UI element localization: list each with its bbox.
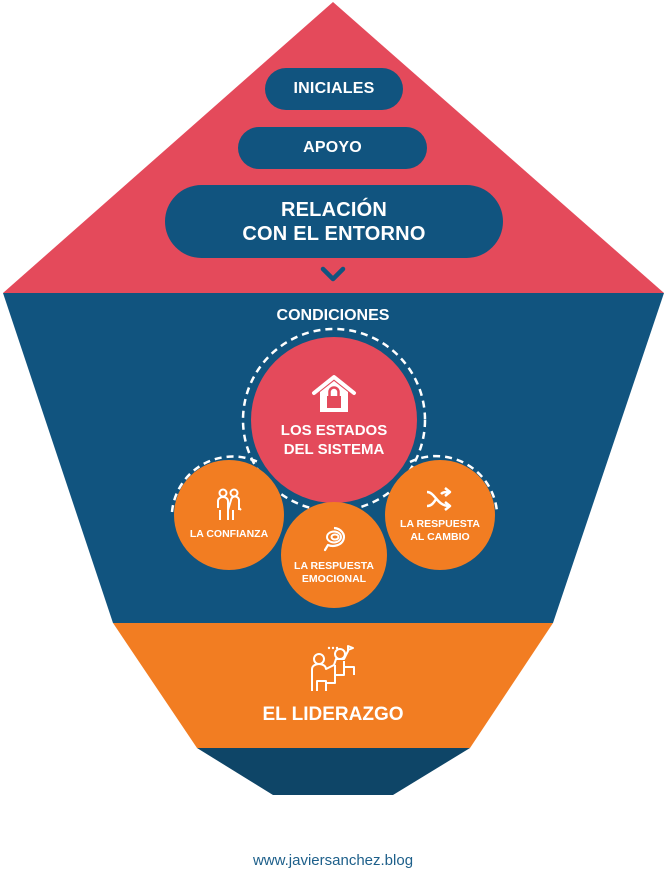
condiciones-title: CONDICIONES <box>276 307 390 324</box>
spiral-chat-icon <box>323 526 346 551</box>
main-circle-estados: LOS ESTADOS DEL SISTEMA <box>251 337 417 503</box>
main-circle-line2: DEL SISTEMA <box>283 441 385 458</box>
pill-iniciales-label: INICIALES <box>293 80 375 97</box>
leader-climbing-stairs-icon <box>311 645 355 691</box>
right-circle-line2: AL CAMBIO <box>410 531 470 543</box>
two-people-icon <box>217 488 242 521</box>
left-circle-line1: LA CONFIANZA <box>189 528 269 541</box>
chevron-down-icon <box>320 266 346 282</box>
main-circle-line1: LOS ESTADOS <box>280 422 388 440</box>
left-circle-dashed-arc <box>170 455 259 513</box>
right-circle-line1: LA RESPUESTA <box>400 517 480 530</box>
shuffle-arrows-icon <box>426 486 452 511</box>
bottom-circle-line2: EMOCIONAL <box>301 573 367 585</box>
bottom-circle-respuesta-emocional: LA RESPUESTA EMOCIONAL <box>281 502 387 608</box>
left-circle-confianza: LA CONFIANZA <box>174 460 284 570</box>
liderazgo-title: EL LIDERAZGO <box>262 704 404 725</box>
right-circle-respuesta-cambio: LA RESPUESTA AL CAMBIO <box>385 460 495 570</box>
bottom-dark-blue-base <box>197 748 470 795</box>
pill-relacion-line2: CON EL ENTORNO <box>242 222 426 245</box>
pill-apoyo: APOYO <box>238 127 427 169</box>
main-circle-dashed-ring <box>241 327 427 513</box>
bottom-circle-line1: LA RESPUESTA <box>294 559 374 572</box>
pill-relacion-entorno: RELACIÓN CON EL ENTORNO <box>165 185 503 258</box>
orange-leadership-band <box>113 623 553 748</box>
house-lock-icon <box>312 375 356 413</box>
pill-relacion-line1: RELACIÓN <box>280 198 388 221</box>
right-circle-dashed-arc <box>409 454 499 513</box>
pill-iniciales: INICIALES <box>265 68 403 110</box>
footer-url[interactable]: www.javiersanchez.blog <box>252 852 414 869</box>
pill-apoyo-label: APOYO <box>303 139 362 156</box>
